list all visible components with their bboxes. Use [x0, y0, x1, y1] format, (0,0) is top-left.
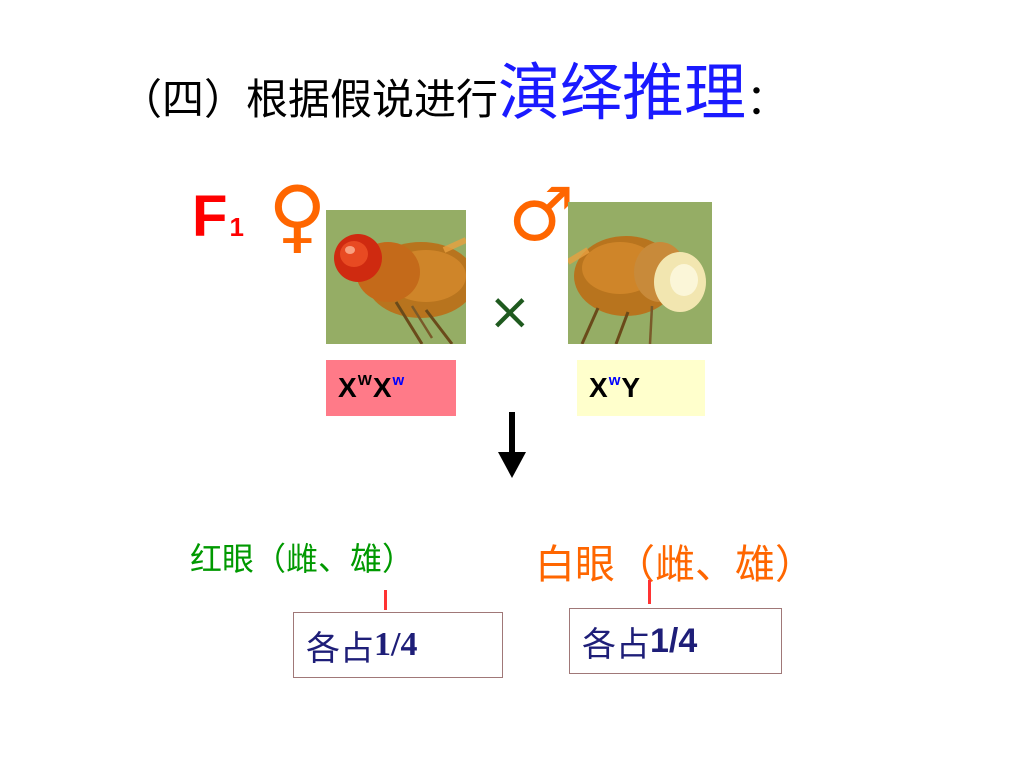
cross-icon: ×	[488, 282, 532, 342]
generation-label: F1	[192, 188, 244, 246]
genotype-allele-recessive: w	[392, 371, 405, 389]
genotype-x: X	[589, 372, 608, 403]
male-icon: ♂	[508, 172, 575, 258]
connector-tick	[384, 590, 387, 610]
red-eyed-fly-icon	[326, 210, 466, 344]
female-icon: ♀	[268, 169, 327, 262]
connector-tick	[648, 580, 651, 604]
title-text: （四）根据假说进行	[120, 75, 499, 124]
genotype-allele-dominant: W	[357, 371, 372, 389]
slide-title: （四）根据假说进行 演绎推理 ：	[120, 42, 788, 132]
genotype-allele-recessive: w	[608, 371, 621, 389]
genotype-x: X	[372, 372, 392, 403]
generation-letter: F	[192, 184, 228, 249]
ratio-prefix: 各占	[582, 624, 650, 665]
ratio-value: 1/4	[650, 621, 698, 660]
white-eyed-fly-icon	[568, 202, 712, 344]
genotype-y: Y	[621, 372, 641, 403]
ratio-value: 1/4	[374, 626, 418, 663]
title-colon: ：	[746, 75, 789, 124]
genotype-x: X	[338, 372, 357, 403]
male-fly-image	[568, 202, 712, 344]
generation-subscript: 1	[229, 212, 244, 242]
ratio-prefix: 各占	[306, 628, 374, 669]
title-emphasis: 演绎推理	[498, 56, 747, 129]
red-eye-phenotype: 红眼（雌、雄）	[190, 540, 415, 578]
white-eye-phenotype: 白眼（雌、雄）	[535, 542, 815, 588]
arrow-down-icon	[498, 412, 526, 478]
female-fly-image	[326, 210, 466, 344]
